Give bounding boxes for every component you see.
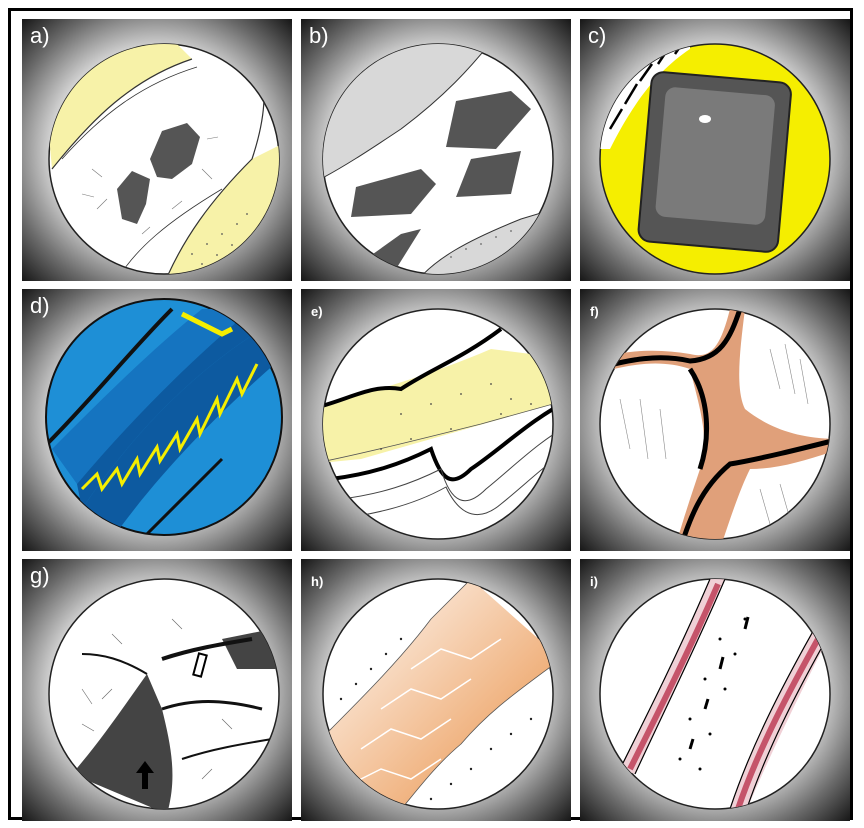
panel-label: b) (309, 23, 329, 49)
panel-h: h) (301, 559, 571, 821)
panel-i: i) (580, 559, 850, 821)
panel-c: c) (580, 19, 850, 281)
panel-g: g) (22, 559, 292, 821)
panel-g-drawing (22, 559, 292, 821)
panel-e: e) (301, 289, 571, 551)
panel-label: g) (30, 563, 50, 589)
panel-b-drawing (301, 19, 571, 281)
panel-i-drawing (580, 559, 850, 821)
panel-label: e) (311, 299, 323, 325)
figure-frame: a) b) (8, 8, 853, 820)
panel-f-drawing (580, 289, 850, 551)
panel-h-drawing (301, 559, 571, 821)
panel-b: b) (301, 19, 571, 281)
panel-label: d) (30, 293, 50, 319)
panel-a: a) (22, 19, 292, 281)
panel-label: h) (311, 569, 323, 595)
panel-f: f) (580, 289, 850, 551)
panel-a-drawing (22, 19, 292, 281)
panel-label: i) (590, 569, 598, 595)
panel-label: f) (590, 299, 599, 325)
panel-label: c) (588, 23, 606, 49)
panel-label: a) (30, 23, 50, 49)
panel-e-drawing (301, 289, 571, 551)
panel-c-drawing (580, 19, 850, 281)
panel-d-drawing (22, 289, 292, 551)
panel-d: d) (22, 289, 292, 551)
